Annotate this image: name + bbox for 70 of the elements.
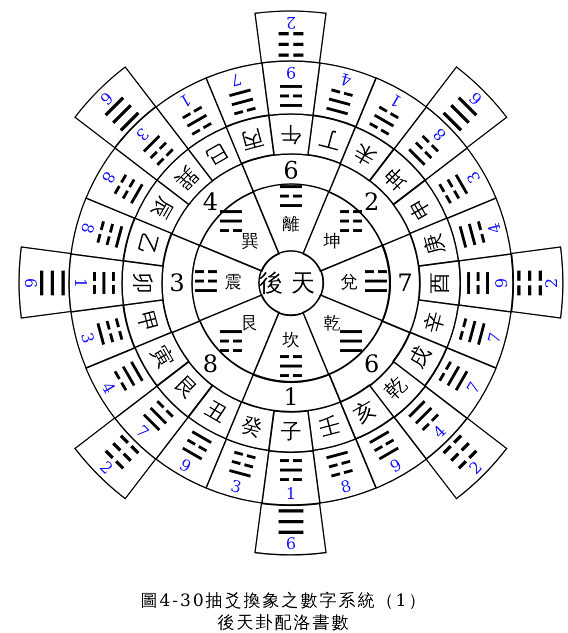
trigram-symbol: ☲: [278, 79, 304, 109]
mountain-character: 丁: [316, 126, 342, 152]
trigram-number: 9: [388, 456, 405, 476]
trigram-number: 3: [229, 478, 244, 496]
trigram-number: 1: [388, 90, 405, 110]
trigram-name: 坤: [324, 233, 340, 250]
mountain-character: 癸: [240, 414, 266, 440]
mountain-character: 子: [280, 421, 302, 442]
luoshu-number: 1: [283, 384, 299, 409]
luoshu-number: 6: [364, 352, 380, 376]
trigram-name: 乾: [324, 316, 340, 332]
trigram-symbol: ☲: [464, 270, 495, 296]
mountain-character: 寅: [148, 343, 176, 372]
mountain-character: 乙: [134, 232, 160, 258]
mountain-character: 巽: [170, 162, 200, 192]
trigram-number: 3: [464, 169, 484, 186]
trigram-symbol: ☳: [192, 268, 220, 298]
mountain-character: 酉: [429, 272, 450, 294]
trigram-symbol: ☵: [278, 352, 304, 383]
trigram-symbol: ☲: [278, 183, 304, 213]
trigram-name: 震: [224, 274, 242, 292]
trigram-name: 巽: [241, 233, 258, 250]
figure-subtitle: 後天卦配洛書數: [218, 612, 350, 633]
trigram-name: 坎: [282, 332, 300, 350]
mountain-character: 辛: [422, 308, 448, 334]
trigram-number: 9: [494, 278, 510, 288]
trigram-number: 4: [486, 221, 504, 236]
mountain-character: 亥: [351, 398, 380, 426]
mountain-character: 戌: [406, 343, 434, 372]
trigram-symbol: ☵: [278, 456, 304, 487]
mountain-character: 乾: [382, 374, 412, 404]
mountain-character: 壬: [316, 414, 342, 440]
luoshu-number: 9: [283, 157, 299, 181]
mountain-character: 丑: [202, 398, 231, 426]
mountain-character: 辰: [148, 194, 176, 223]
center-title: 後天: [259, 271, 323, 295]
mountain-character: 巳: [202, 140, 231, 168]
mountain-character: 卯: [132, 272, 152, 294]
trigram-number: 7: [464, 380, 484, 397]
trigram-symbol: ☵: [87, 270, 117, 296]
trigram-name: 兌: [340, 274, 358, 292]
mountain-character: 庚: [422, 232, 448, 258]
trigram-number: 8: [338, 478, 353, 496]
trigram-number: 9: [286, 64, 296, 80]
luoshu-number: 4: [202, 190, 218, 214]
trigram-number: 4: [98, 380, 118, 397]
mountain-character: 丙: [240, 126, 266, 152]
trigram-number: 9: [177, 456, 194, 476]
luoshu-number: 2: [364, 190, 380, 214]
mountain-character: 坤: [382, 162, 412, 192]
mountain-character: 艮: [170, 374, 200, 404]
luoshu-number: 8: [202, 352, 218, 376]
trigram-number: 1: [72, 278, 88, 288]
trigram-symbol: ☱: [362, 268, 390, 298]
luoshu-number: 7: [397, 270, 413, 295]
luoshu-number: 3: [169, 270, 185, 295]
trigram-number: 1: [286, 486, 296, 502]
mountain-character: 申: [406, 194, 434, 223]
mountain-character: 未: [351, 140, 380, 168]
trigram-number: 8: [98, 169, 118, 186]
trigram-number: 3: [78, 330, 96, 345]
trigram-number: 1: [177, 90, 194, 110]
trigram-number: 8: [78, 221, 96, 236]
figure-caption: 圖4-30抽爻換象之數字系統（1）: [140, 590, 428, 612]
mountain-character: 甲: [134, 308, 160, 334]
trigram-number: 7: [486, 330, 504, 345]
mountain-character: 午: [280, 124, 302, 144]
trigram-number: 4: [338, 70, 353, 88]
trigram-name: 離: [282, 216, 300, 234]
trigram-number: 7: [229, 70, 244, 88]
